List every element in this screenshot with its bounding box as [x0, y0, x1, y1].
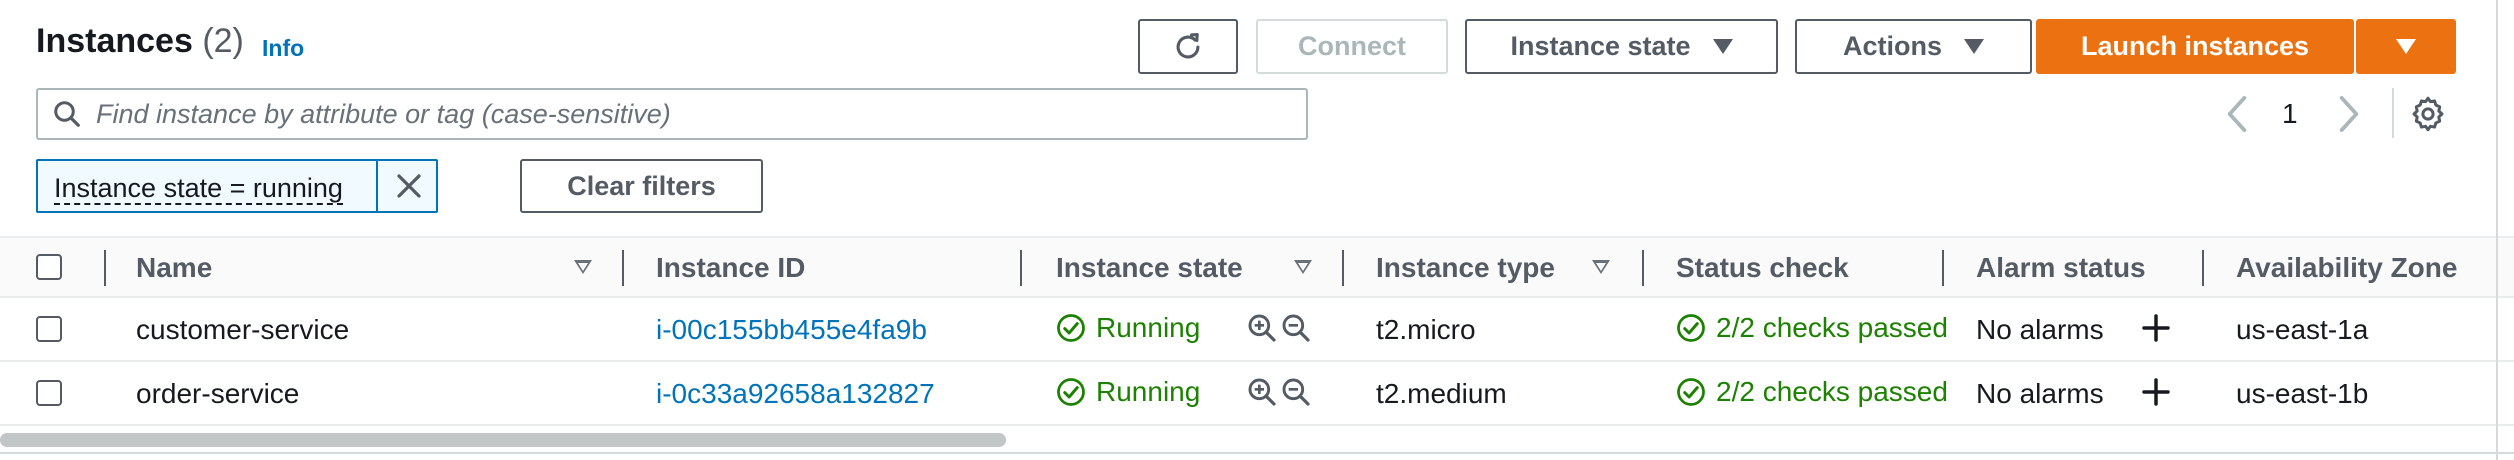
column-header-availability-zone[interactable]: Availability Zone — [2236, 252, 2458, 283]
instance-state: Running — [1056, 376, 1200, 408]
current-page[interactable]: 1 — [2282, 98, 2298, 129]
column-header-instance-type[interactable]: Instance type — [1376, 252, 1555, 283]
filter-token-divider — [376, 161, 378, 211]
column-header-instance-state[interactable]: Instance state — [1056, 252, 1243, 283]
check-circle-icon — [1057, 378, 1085, 406]
plus-icon[interactable] — [2140, 312, 2172, 344]
column-divider[interactable] — [622, 250, 624, 286]
launch-dropdown-button[interactable] — [2356, 19, 2456, 74]
availability-zone: us-east-1b — [2236, 378, 2369, 409]
column-divider[interactable] — [1020, 250, 1022, 286]
caret-down-icon — [1964, 39, 1984, 54]
info-link[interactable]: Info — [262, 35, 305, 61]
plus-icon[interactable] — [2140, 376, 2172, 408]
instance-type: t2.medium — [1376, 378, 1507, 409]
caret-down-icon — [1712, 39, 1733, 54]
availability-zone: us-east-1a — [2236, 314, 2369, 345]
column-header-name[interactable]: Name — [136, 252, 213, 283]
row-checkbox[interactable] — [36, 316, 62, 342]
check-circle-icon — [1057, 314, 1085, 342]
filter-token-label[interactable]: Instance state = running — [54, 173, 343, 205]
zoom-out-icon[interactable] — [1280, 376, 1312, 408]
page-title: Instances (2) — [36, 22, 244, 61]
actions-button-label: Actions — [1842, 31, 1942, 61]
table-top-border — [0, 236, 2514, 238]
column-divider[interactable] — [1642, 250, 1644, 286]
select-all-checkbox[interactable] — [36, 254, 62, 280]
instance-name: order-service — [136, 378, 300, 409]
caret-down-icon — [2396, 39, 2416, 54]
gear-icon[interactable] — [2410, 96, 2446, 132]
clear-filters-label: Clear filters — [567, 170, 716, 201]
pager-divider — [2392, 88, 2394, 138]
status-check: 2/2 checks passed — [1676, 376, 1948, 408]
page-title-text: Instances — [36, 22, 193, 60]
clear-filters-button[interactable]: Clear filters — [520, 159, 763, 213]
column-header-status-check[interactable]: Status check — [1676, 252, 1849, 283]
instance-count: (2) — [202, 22, 244, 60]
sort-icon[interactable] — [574, 260, 592, 274]
instance-type: t2.micro — [1376, 314, 1476, 345]
column-divider[interactable] — [1342, 250, 1344, 286]
sort-icon[interactable] — [1294, 260, 1312, 274]
launch-instances-button[interactable]: Launch instances — [2036, 19, 2354, 74]
connect-button-label: Connect — [1298, 31, 1406, 61]
state-filter-icons — [1246, 376, 1312, 408]
connect-button[interactable]: Connect — [1256, 19, 1448, 74]
column-header-instance-id[interactable]: Instance ID — [656, 252, 806, 283]
bottom-border — [0, 452, 2514, 454]
alarm-status: No alarms — [1976, 378, 2104, 409]
search-icon — [54, 101, 80, 127]
zoom-in-icon[interactable] — [1246, 376, 1278, 408]
alarm-status: No alarms — [1976, 314, 2104, 345]
refresh-icon — [1176, 32, 1200, 58]
instance-id-link[interactable]: i-00c155bb455e4fa9b — [656, 314, 927, 345]
sort-icon[interactable] — [1592, 260, 1610, 274]
zoom-in-icon[interactable] — [1246, 312, 1278, 344]
close-icon[interactable] — [394, 171, 424, 201]
status-check: 2/2 checks passed — [1676, 312, 1948, 344]
column-header-alarm-status[interactable]: Alarm status — [1976, 252, 2146, 283]
search-input[interactable] — [94, 97, 1278, 131]
search-field[interactable] — [36, 88, 1308, 140]
actions-button[interactable]: Actions — [1795, 19, 2032, 74]
column-divider[interactable] — [1942, 250, 1944, 286]
status-check-text: 2/2 checks passed — [1716, 312, 1948, 343]
table-header: Name Instance ID Instance state Instance… — [0, 238, 2514, 298]
instance-state-text: Running — [1096, 376, 1201, 407]
instance-id-link[interactable]: i-0c33a92658a132827 — [656, 378, 935, 409]
launch-instances-button-label: Launch instances — [2080, 31, 2310, 61]
check-circle-icon — [1677, 314, 1705, 342]
zoom-out-icon[interactable] — [1280, 312, 1312, 344]
instance-name: customer-service — [136, 314, 350, 345]
filter-token[interactable]: Instance state = running — [36, 159, 438, 213]
column-divider — [104, 250, 106, 286]
instance-state-text: Running — [1096, 312, 1201, 343]
check-circle-icon — [1677, 378, 1705, 406]
chevron-left-icon[interactable] — [2222, 92, 2252, 136]
table-row[interactable]: order-service i-0c33a92658a132827 Runnin… — [0, 362, 2514, 426]
state-filter-icons — [1246, 312, 1312, 344]
column-divider[interactable] — [2202, 250, 2204, 286]
instance-state-button-label: Instance state — [1510, 31, 1691, 61]
refresh-button[interactable] — [1138, 19, 1238, 74]
instance-state-button[interactable]: Instance state — [1465, 19, 1778, 74]
right-border — [2496, 0, 2498, 460]
status-check-text: 2/2 checks passed — [1716, 376, 1948, 407]
table-row[interactable]: customer-service i-00c155bb455e4fa9b Run… — [0, 298, 2514, 362]
scrollbar-thumb[interactable] — [0, 433, 1006, 447]
instance-state: Running — [1056, 312, 1200, 344]
chevron-right-icon[interactable] — [2334, 92, 2364, 136]
row-checkbox[interactable] — [36, 380, 62, 406]
